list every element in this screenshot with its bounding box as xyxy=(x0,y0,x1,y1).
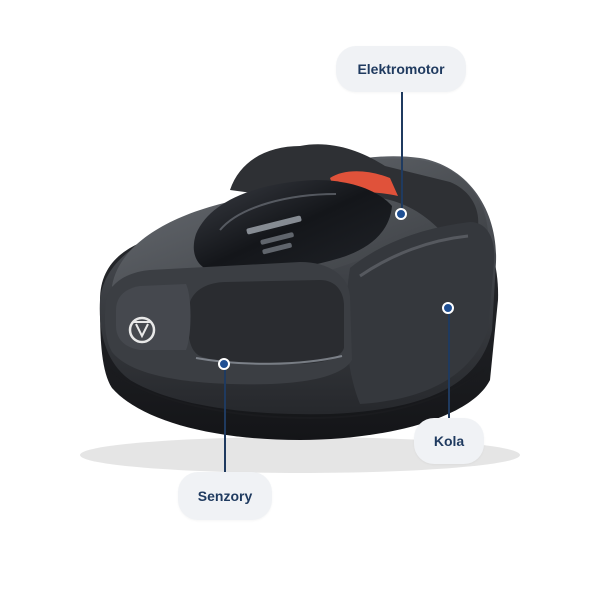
motor-callout-dot xyxy=(395,208,407,220)
wheels-callout-dot xyxy=(442,302,454,314)
husqvarna-crown-logo xyxy=(116,284,191,350)
wheels-callout-line xyxy=(448,306,450,418)
glass-canopy xyxy=(193,180,392,274)
sensors-callout-dot xyxy=(218,358,230,370)
motor-label: Elektromotor xyxy=(336,46,466,92)
brand-marking xyxy=(246,215,302,255)
sensors-callout-line xyxy=(224,364,226,474)
ground-shadow xyxy=(80,437,520,473)
wheels-label: Kola xyxy=(414,418,484,464)
sensors-label: Senzory xyxy=(178,472,272,520)
front-sensor-panel xyxy=(188,280,344,364)
motor-callout-line xyxy=(401,92,403,214)
side-panel xyxy=(345,222,495,404)
